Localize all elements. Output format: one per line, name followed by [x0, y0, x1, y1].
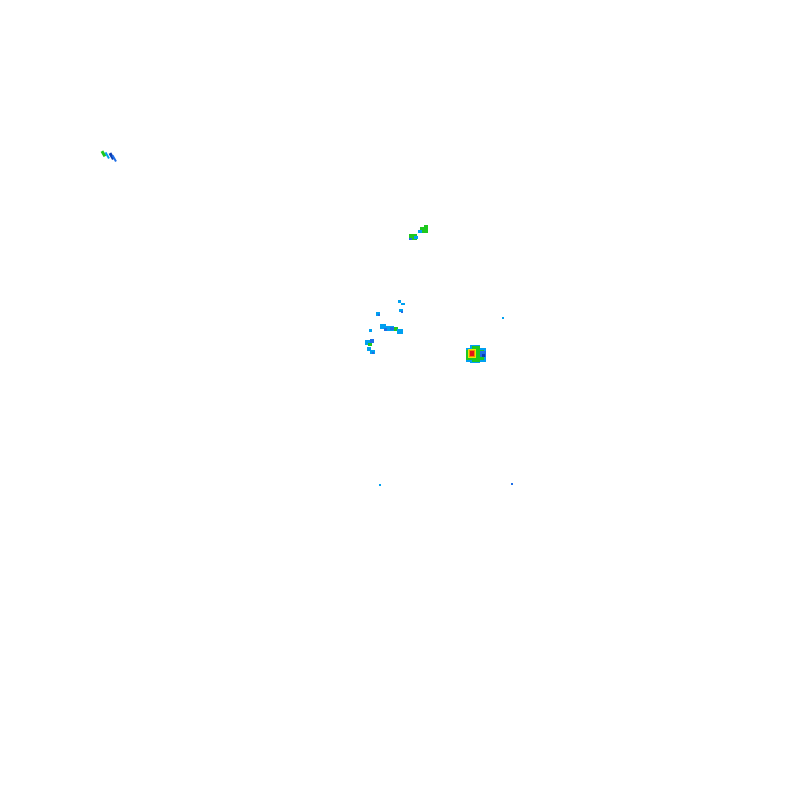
echo-region-central-scattered-echoes — [365, 300, 405, 354]
echo-pixel-green — [100, 150, 107, 158]
echo-pixel-light — [398, 300, 401, 303]
echo-pixel-light — [379, 484, 381, 486]
echo-pixel-medium — [378, 314, 380, 316]
echo-pixel-light — [365, 340, 371, 345]
echo-pixel-green — [409, 234, 417, 240]
echo-pixel-light — [399, 309, 403, 312]
echo-pixel-light — [414, 236, 418, 239]
echo-pixel-medium — [384, 328, 387, 331]
echo-pixel-green — [424, 225, 428, 228]
echo-pixel-medium — [390, 327, 394, 330]
echo-region-isolated-specks — [379, 317, 513, 486]
echo-pixel-light — [369, 329, 372, 332]
echo-pixel-medium — [370, 339, 374, 343]
echo-pixel-dark — [482, 354, 485, 357]
echo-region-north-cell — [409, 225, 428, 240]
echo-pixel-light — [502, 317, 504, 319]
echo-pixel-medium — [511, 483, 513, 485]
echo-pixel-light — [397, 329, 403, 334]
echo-pixel-green — [368, 343, 372, 346]
echo-pixel-light — [104, 151, 110, 159]
echo-pixel-red — [470, 351, 474, 356]
echo-pixel-medium — [401, 311, 403, 313]
echo-pixel-light — [418, 230, 422, 233]
echo-pixel-light — [380, 324, 386, 329]
echo-pixel-medium — [372, 352, 374, 354]
echo-pixel-green — [476, 352, 480, 356]
echo-region-northwest-streaks — [100, 150, 117, 162]
echo-pixel-green — [394, 327, 398, 331]
echo-pixel-medium — [409, 238, 412, 240]
echo-pixel-medium — [111, 154, 117, 162]
echo-region-east-storm-cell — [466, 345, 486, 363]
echo-pixel-light — [401, 303, 405, 305]
echo-pixel-green — [420, 227, 428, 233]
echo-pixel-light — [367, 347, 371, 351]
